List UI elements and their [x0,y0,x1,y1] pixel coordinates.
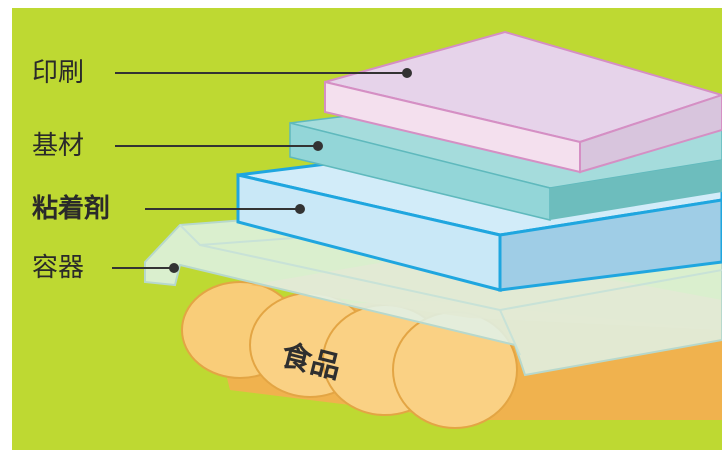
label-adhesive: 粘着剤 [32,194,111,224]
label-container: 容器 [32,253,85,283]
label-print: 印刷 [32,58,85,88]
leader-lines [112,68,412,273]
label-substrate: 基材 [32,131,85,161]
print-layer [324,30,722,174]
